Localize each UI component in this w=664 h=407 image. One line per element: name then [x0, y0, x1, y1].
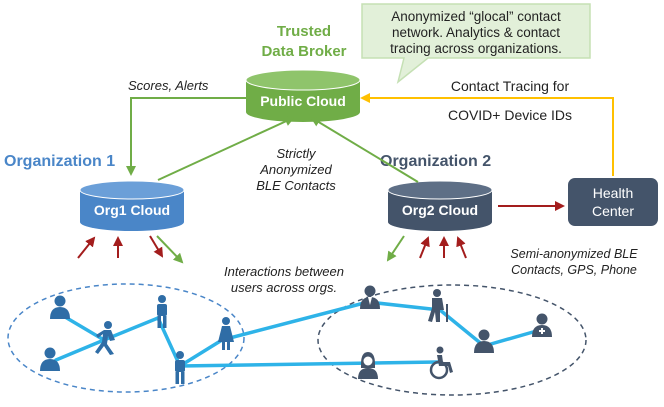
- label-strictly-2: Anonymized: [259, 162, 332, 177]
- org1-cloud-cylinder: Org1 Cloud: [79, 180, 185, 231]
- label-semi-2: Contacts, GPS, Phone: [511, 263, 637, 277]
- org2-cloud-cylinder: Org2 Cloud: [387, 180, 493, 231]
- label-scores-alerts: Scores, Alerts: [128, 78, 209, 93]
- label-semi-1: Semi-anonymized BLE: [510, 247, 638, 261]
- org1-cloud-label: Org1 Cloud: [94, 202, 170, 218]
- label-strictly-3: BLE Contacts: [256, 178, 336, 193]
- arrow-health-to-public: [360, 93, 614, 176]
- arrow-down-org1-green: [156, 235, 184, 264]
- org2-cloud-label: Org2 Cloud: [402, 202, 478, 218]
- callout-line-2: network. Analytics & contact: [392, 25, 560, 40]
- org2-user-group: [317, 284, 587, 396]
- health-center-box: Health Center: [568, 178, 658, 226]
- walking-person-icon: [95, 321, 115, 355]
- arrow-up-org2-a: [419, 236, 430, 259]
- org1-user-group: [7, 283, 245, 393]
- health-center-line-2: Center: [592, 203, 634, 219]
- woman-icon: [218, 317, 234, 350]
- arrow-org1-to-public: [157, 116, 295, 181]
- label-interactions-2: users across orgs.: [231, 280, 337, 295]
- callout-box: Anonymized “glocal” contact network. Ana…: [361, 3, 591, 84]
- woman-person-icon: [358, 352, 378, 379]
- health-center-line-1: Health: [593, 185, 633, 201]
- standing-person-icon: [175, 351, 185, 384]
- arrow-down-org2-green: [386, 235, 405, 262]
- callout-line-1: Anonymized “glocal” contact: [391, 9, 561, 24]
- broker-title-line-1: Trusted: [277, 23, 331, 40]
- person-icon: [50, 295, 70, 319]
- label-strictly-1: Strictly: [277, 146, 318, 161]
- org2-title: Organization 2: [380, 153, 491, 170]
- callout-line-3: tracing across organizations.: [390, 41, 562, 56]
- wheelchair-user-icon: [429, 346, 453, 380]
- elderly-person-icon: [428, 289, 448, 322]
- arrow-public-to-org1: [126, 97, 246, 176]
- public-cloud-cylinder: Public Cloud: [245, 69, 361, 122]
- label-contact-tracing-2: COVID+ Device IDs: [448, 107, 572, 123]
- arrow-org2-to-public: [310, 116, 419, 183]
- arrow-up-org1-a: [77, 236, 96, 259]
- doctor-icon: [532, 313, 552, 337]
- contact-links: [54, 300, 542, 368]
- label-interactions-1: Interactions between: [224, 264, 344, 279]
- org1-title: Organization 1: [4, 153, 115, 170]
- public-cloud-label: Public Cloud: [260, 93, 346, 109]
- business-person-icon: [360, 285, 380, 309]
- arrow-down-org1-c: [149, 235, 164, 258]
- arrow-up-org2-c: [456, 236, 467, 259]
- broker-title-line-2: Data Broker: [261, 43, 346, 60]
- label-contact-tracing-1: Contact Tracing for: [451, 78, 570, 94]
